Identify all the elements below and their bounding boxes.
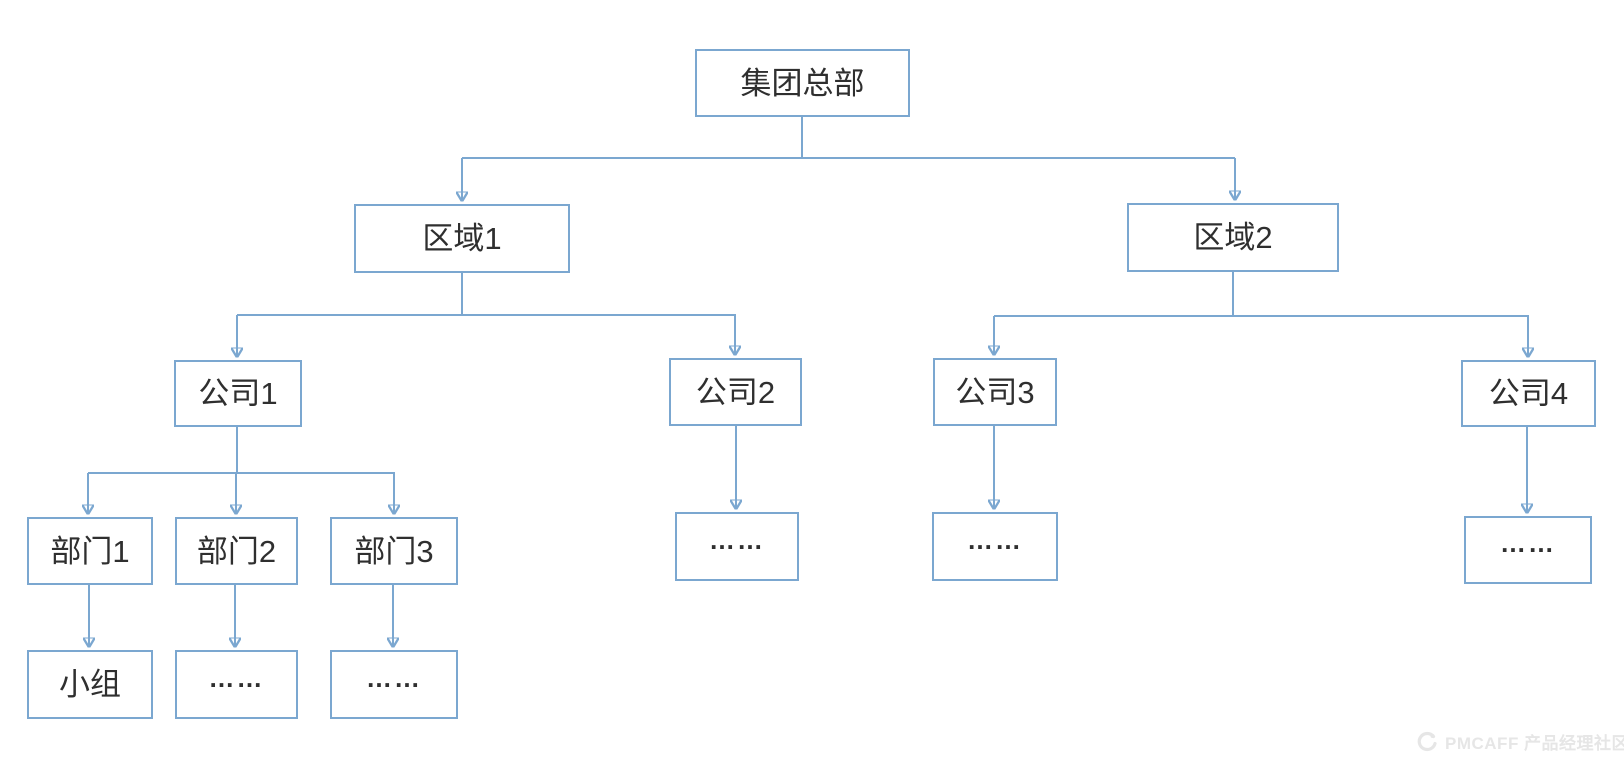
org-node-hq: 集团总部 xyxy=(695,49,910,117)
org-node-company4-more: …… xyxy=(1464,516,1592,584)
org-node-dept1: 部门1 xyxy=(27,517,153,585)
org-node-dept2-more: …… xyxy=(175,650,298,719)
org-node-company1: 公司1 xyxy=(174,360,302,427)
node-label-company2-more: …… xyxy=(709,524,765,555)
trunk-region1 xyxy=(237,273,736,316)
node-label-team: 小组 xyxy=(59,667,121,702)
node-label-region2: 区域2 xyxy=(1193,220,1273,255)
org-node-dept2: 部门2 xyxy=(175,517,298,585)
node-label-company3: 公司3 xyxy=(955,374,1035,410)
org-node-team: 小组 xyxy=(27,650,153,719)
watermark: PMCAFF 产品经理社区 xyxy=(1416,729,1624,754)
org-node-region1: 区域1 xyxy=(354,204,570,273)
watermark-text: PMCAFF 产品经理社区 xyxy=(1445,734,1624,753)
node-label-region1: 区域1 xyxy=(422,221,502,256)
trunk-company1 xyxy=(88,427,395,474)
org-node-company3: 公司3 xyxy=(933,358,1057,426)
node-label-dept1: 部门1 xyxy=(50,533,130,569)
org-node-dept3: 部门3 xyxy=(330,517,458,585)
node-label-dept2: 部门2 xyxy=(196,533,277,569)
node-label-hq: 集团总部 xyxy=(740,65,865,101)
node-label-dept3-more: …… xyxy=(366,662,422,693)
org-node-region2: 区域2 xyxy=(1127,203,1339,272)
node-label-company2: 公司2 xyxy=(695,374,776,410)
node-label-dept3: 部门3 xyxy=(354,533,434,569)
trunk-region2 xyxy=(994,272,1529,317)
org-node-company2: 公司2 xyxy=(669,358,802,426)
node-label-company4: 公司4 xyxy=(1488,376,1569,411)
org-node-company2-more: …… xyxy=(675,512,799,581)
org-node-company4: 公司4 xyxy=(1461,360,1596,427)
node-label-dept2-more: …… xyxy=(208,662,265,693)
trunk-hq xyxy=(462,117,1235,159)
org-node-company3-more: …… xyxy=(932,512,1058,581)
node-label-company3-more: …… xyxy=(967,524,1023,555)
node-label-company4-more: …… xyxy=(1500,528,1556,558)
pmcaff-logo-icon xyxy=(1417,731,1437,751)
node-label-company1: 公司1 xyxy=(198,376,278,411)
org-node-dept3-more: …… xyxy=(330,650,458,719)
